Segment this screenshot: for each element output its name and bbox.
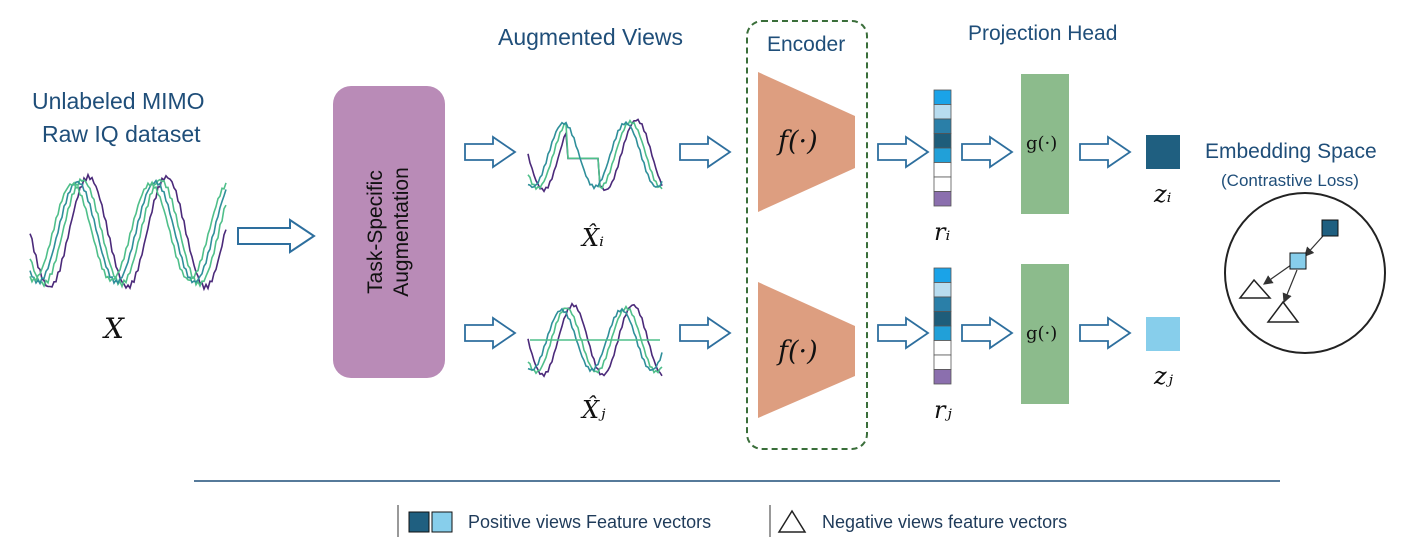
dataset-title-line2: Raw IQ dataset [42,121,201,147]
raw-wave-teal [29,179,227,286]
zj-label: zⱼ [1154,362,1173,390]
ri-label: rᵢ [934,218,951,246]
rj-label: rⱼ [934,396,952,424]
arrow-rj-to-head [961,316,1014,350]
encoder-bottom-function: f(·) [778,336,818,367]
ri-cell-0 [933,89,952,105]
rj-cell-3 [933,311,952,327]
arrow-view-i-to-encoder [679,135,732,169]
arrow-dataset-to-augmentation [237,218,316,254]
rj-cell-6 [933,354,952,370]
raw-wave-green [29,177,227,289]
zi-square [1146,135,1180,169]
ri-cell-7 [933,191,952,207]
zj-square [1146,317,1180,351]
ri-cell-4 [933,147,952,163]
rj-cell-1 [933,282,952,298]
augmentation-label-line2: Augmentation [390,167,413,297]
projection-head-title: Projection Head [968,22,1118,45]
xi-label: X̂ᵢ [582,224,604,252]
projection-head-top [1021,74,1069,214]
arrow-encoder-to-ri [877,135,930,169]
aug-j-wave-teal [527,307,663,373]
augmentation-label: Task-Specific Augmentation [363,167,415,297]
encoder-top-function: f(·) [778,126,818,157]
arrow-aug-to-view-i [464,135,517,169]
encoder-title: Encoder [767,33,846,56]
arrow-encoder-to-rj [877,316,930,350]
legend-positive-label: Positive views Feature vectors [468,512,712,532]
augmentation-block: Task-Specific Augmentation [333,86,445,378]
zi-label: zᵢ [1154,180,1172,208]
embedding-link-positive [1304,235,1324,257]
raw-wave-purple [29,172,227,292]
arrow-head-to-zj [1079,316,1132,350]
arrow-ri-to-head [961,135,1014,169]
embedding-space-subtitle: (Contrastive Loss) [1221,171,1359,190]
xj-label: X̂ⱼ [582,396,606,424]
aug-j-wave-purple [527,302,663,378]
feature-vector-ri [933,89,952,207]
legend-triangle-icon [777,509,807,533]
augmented-view-i-waveform [527,118,663,193]
encoder-frame [746,20,868,450]
encoder-bottom-shape [758,282,855,418]
dataset-title-line1: Unlabeled MIMO [32,88,205,114]
embedding-space-title: Embedding Space [1205,140,1377,163]
embedding-negative-2 [1266,300,1300,323]
aug-i-wave-teal [527,120,663,191]
legend-dark-square-icon [408,511,430,533]
embedding-positive-anchor [1321,219,1339,237]
ri-cell-1 [933,104,952,120]
arrow-head-to-zi [1079,135,1132,169]
embedding-positive-sample [1289,252,1307,270]
encoder-top-shape [758,72,855,212]
rj-cell-7 [933,369,952,385]
embedding-link-negative-2 [1282,269,1298,304]
flow-arrows [464,135,1132,350]
ri-cell-6 [933,176,952,192]
augmented-views-title: Augmented Views [498,24,683,50]
aug-j-wave-green [527,304,663,375]
raw-wave-green-2 [29,180,227,284]
rj-cell-5 [933,340,952,356]
arrow-view-j-to-encoder [679,316,732,350]
ri-cell-3 [933,133,952,149]
augmented-view-j-waveform [527,302,663,378]
raw-iq-waveform [29,172,227,292]
ri-cell-5 [933,162,952,178]
rj-cell-0 [933,267,952,283]
rj-cell-4 [933,325,952,341]
augmentation-label-line1: Task-Specific [364,170,387,294]
ri-cell-2 [933,118,952,134]
x-label: X [104,312,124,345]
embedding-negative-1 [1238,278,1272,299]
g-bottom-function: g(·) [1026,323,1058,344]
aug-i-wave-green [527,118,663,191]
feature-vector-rj [933,267,952,385]
legend-negative-label: Negative views feature vectors [822,512,1068,532]
rj-cell-2 [933,296,952,312]
g-top-function: g(·) [1026,133,1058,154]
projection-head-bottom [1021,264,1069,404]
legend-light-square-icon [431,511,453,533]
embedding-space-circle [1224,192,1386,354]
embedding-link-negative-1 [1263,264,1292,285]
arrow-aug-to-view-j [464,316,517,350]
